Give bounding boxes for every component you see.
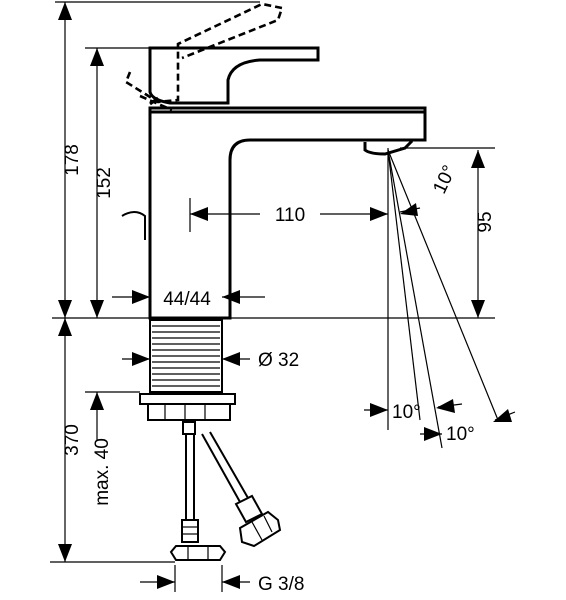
label-shank-length: 370 bbox=[62, 424, 83, 456]
label-spread-angle-1: 10° bbox=[392, 402, 421, 423]
label-body-height: 152 bbox=[94, 167, 115, 199]
dimension-g-3-8 bbox=[140, 575, 250, 589]
label-connection-thread: G 3/8 bbox=[258, 574, 304, 595]
flow-lines bbox=[387, 149, 499, 449]
drain-rod bbox=[121, 211, 146, 240]
label-base-width: 44/44 bbox=[163, 289, 211, 310]
lever-handle bbox=[148, 46, 320, 106]
supply-hose-left bbox=[169, 421, 227, 561]
mounting-nut bbox=[139, 393, 236, 421]
label-spout-reach: 110 bbox=[275, 205, 305, 226]
label-max-thickness: max. 40 bbox=[92, 438, 113, 506]
label-flow-angle: 10° bbox=[429, 162, 460, 197]
faucet-body bbox=[148, 106, 427, 320]
lever-handle-open bbox=[124, 2, 284, 112]
dimension-178 bbox=[58, 2, 72, 318]
dimension-angle-lower-2 bbox=[420, 409, 516, 441]
label-total-height: 178 bbox=[62, 144, 83, 176]
dimension-110 bbox=[189, 198, 388, 232]
dimension-diameter-32 bbox=[122, 352, 250, 366]
supply-hose-right bbox=[201, 431, 282, 548]
label-shank-diameter: Ø 32 bbox=[258, 350, 299, 371]
dimension-370 bbox=[58, 318, 72, 562]
dimension-angle-lower-1 bbox=[364, 399, 463, 417]
dimension-max-40 bbox=[90, 392, 104, 440]
threaded-shank bbox=[149, 319, 223, 393]
dimension-angle-top bbox=[399, 203, 421, 216]
label-spout-clearance: 95 bbox=[475, 211, 496, 232]
label-spread-angle-2: 10° bbox=[446, 424, 475, 445]
dimension-44-44 bbox=[112, 290, 265, 304]
dimension-95 bbox=[471, 150, 485, 318]
dimension-152 bbox=[90, 48, 104, 318]
extension-lines bbox=[50, 1, 495, 592]
